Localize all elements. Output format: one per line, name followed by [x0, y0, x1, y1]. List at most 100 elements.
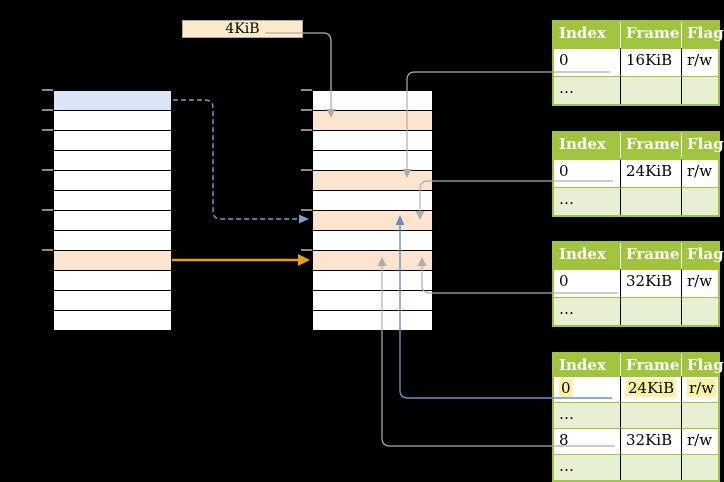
cell-index: … — [554, 76, 621, 104]
cell-frame — [621, 454, 682, 480]
cell-value: r/w — [687, 272, 713, 290]
cell-frame: 32KiB — [621, 269, 682, 297]
physical-memory-table — [312, 90, 433, 331]
cell-index: … — [554, 187, 621, 215]
memory-row — [54, 211, 171, 231]
memory-row — [313, 231, 432, 251]
cell-value: … — [559, 457, 574, 475]
cell-index: 0 — [554, 48, 621, 76]
tick — [301, 209, 312, 211]
cell-index: … — [554, 454, 621, 480]
highlighted-cell-value: 0 — [559, 379, 573, 397]
cell-index: 0 — [554, 159, 621, 187]
cell-frame: 16KiB — [621, 48, 682, 76]
memory-row — [313, 211, 432, 231]
page-table-4: Index Frame Flags 0 24KiB r/w … 8 32KiB … — [552, 352, 724, 482]
cell-value: r/w — [687, 431, 713, 449]
tick — [301, 169, 312, 171]
cell-flags: r/w — [682, 269, 718, 297]
memory-row — [313, 171, 432, 191]
tick — [42, 249, 53, 251]
column-header-flags: Flags — [682, 22, 724, 48]
column-header-index: Index — [554, 22, 621, 48]
highlighted-cell-value: 24KiB — [626, 379, 677, 397]
column-header-flags: Flags — [682, 354, 724, 376]
cell-value: 8 — [559, 431, 569, 449]
memory-row — [313, 111, 432, 131]
page-size-label: 4KiB — [182, 20, 303, 38]
memory-row — [54, 151, 171, 171]
column-header-frame: Frame — [621, 133, 682, 159]
column-header-flags: Flags — [682, 133, 724, 159]
memory-row — [54, 231, 171, 251]
cell-index: 0 — [554, 376, 621, 402]
cell-value: … — [559, 190, 574, 208]
cell-frame — [621, 76, 682, 104]
cell-value: 32KiB — [626, 272, 673, 290]
memory-row — [313, 151, 432, 171]
memory-row — [54, 311, 171, 330]
cell-value: 0 — [559, 51, 569, 69]
cell-value: … — [559, 300, 574, 318]
cell-frame — [621, 297, 682, 325]
cell-flags: r/w — [682, 376, 718, 402]
tick — [301, 89, 312, 91]
page-table-2: Index Frame Flags 0 24KiB r/w … — [552, 131, 724, 217]
page-table-3: Index Frame Flags 0 32KiB r/w … — [552, 241, 724, 327]
virtual-memory-table — [53, 90, 172, 331]
column-header-frame: Frame — [621, 22, 682, 48]
tick — [301, 109, 312, 111]
cell-value: … — [559, 405, 574, 423]
cell-index: … — [554, 297, 621, 325]
memory-row — [313, 291, 432, 311]
cell-flags: r/w — [682, 48, 718, 76]
column-header-flags: Flags — [682, 243, 724, 269]
page-table-1: Index Frame Flags 0 16KiB r/w … — [552, 20, 724, 106]
memory-row — [313, 191, 432, 211]
cell-frame — [621, 187, 682, 215]
cell-value: 16KiB — [626, 51, 673, 69]
memory-row — [54, 91, 171, 111]
tick — [42, 209, 53, 211]
cell-frame: 24KiB — [621, 159, 682, 187]
memory-row — [313, 131, 432, 151]
cell-index: 8 — [554, 428, 621, 454]
cell-frame: 24KiB — [621, 376, 682, 402]
cell-value: 32KiB — [626, 431, 673, 449]
memory-row — [54, 111, 171, 131]
cell-flags — [682, 297, 718, 325]
tick — [42, 89, 53, 91]
memory-row — [313, 251, 432, 271]
memory-row — [54, 191, 171, 211]
cell-value: r/w — [687, 162, 713, 180]
arrow-virtual-page-orange — [172, 254, 310, 266]
cell-flags — [682, 454, 718, 480]
cell-flags: r/w — [682, 428, 718, 454]
column-header-index: Index — [554, 354, 621, 376]
cell-index: … — [554, 402, 621, 428]
cell-value: r/w — [687, 51, 713, 69]
cell-frame — [621, 402, 682, 428]
column-header-frame: Frame — [621, 354, 682, 376]
tick — [42, 169, 53, 171]
tick — [42, 109, 53, 111]
memory-row — [313, 311, 432, 330]
highlighted-cell-value: r/w — [687, 379, 717, 397]
cell-flags — [682, 402, 718, 428]
memory-row — [54, 171, 171, 191]
column-header-frame: Frame — [621, 243, 682, 269]
cell-flags: r/w — [682, 159, 718, 187]
tick — [301, 129, 312, 131]
cell-value: 0 — [559, 162, 569, 180]
cell-frame: 32KiB — [621, 428, 682, 454]
column-header-index: Index — [554, 243, 621, 269]
cell-index: 0 — [554, 269, 621, 297]
cell-flags — [682, 187, 718, 215]
memory-row — [313, 91, 432, 111]
tick — [301, 249, 312, 251]
cell-value: … — [559, 79, 574, 97]
tick — [42, 129, 53, 131]
cell-flags — [682, 76, 718, 104]
memory-row — [54, 131, 171, 151]
